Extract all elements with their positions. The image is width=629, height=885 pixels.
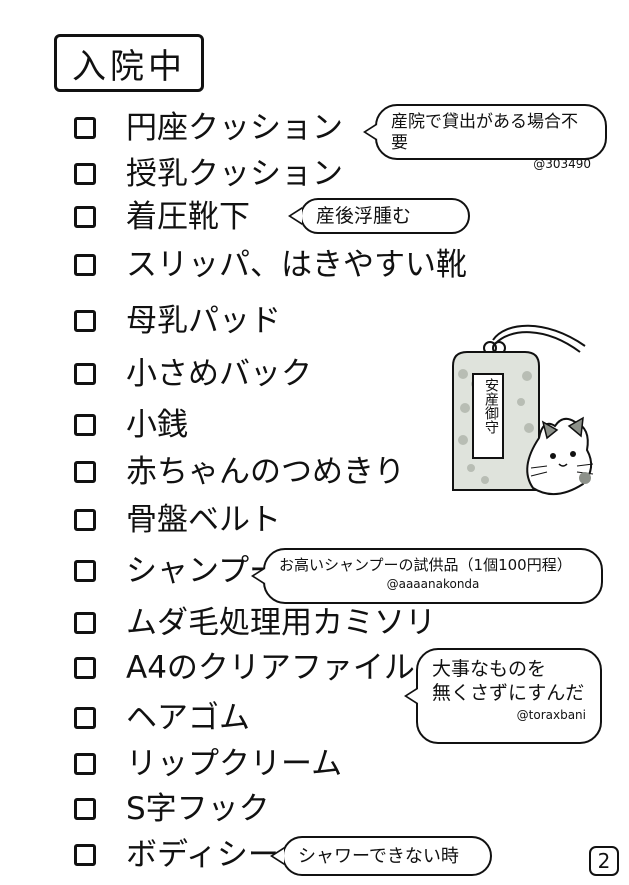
list-item: 小銭 [74, 401, 188, 449]
checkbox[interactable] [74, 798, 96, 820]
list-item: スリッパ、はきやすい靴 [74, 241, 467, 289]
item-label: スリッパ、はきやすい靴 [126, 246, 467, 283]
checkbox[interactable] [74, 753, 96, 775]
page-number: 2 [589, 846, 619, 876]
list-item: S字フック [74, 785, 270, 833]
checkbox[interactable] [74, 117, 96, 139]
checkbox[interactable] [74, 612, 96, 634]
list-item: リップクリーム [74, 740, 342, 788]
note-text: お高いシャンプーの試供品（1個100円程） [279, 556, 572, 574]
list-item: 小さめバック [74, 350, 312, 398]
bubble-tail [363, 123, 377, 141]
note-text-line1: 大事なものを [432, 658, 547, 680]
checkbox[interactable] [74, 363, 96, 385]
checkbox[interactable] [74, 461, 96, 483]
note-text: シャワーできない時 [298, 846, 459, 867]
item-label: リップクリーム [126, 745, 343, 782]
list-item: 骨盤ベルト [74, 496, 281, 544]
checkbox[interactable] [74, 560, 96, 582]
list-item: 円座クッション [74, 104, 343, 152]
item-label: 骨盤ベルト [126, 501, 281, 538]
list-item: ヘアゴム [74, 694, 250, 742]
omamori-charm-illustration [452, 324, 594, 495]
list-item: 授乳クッション [74, 150, 343, 198]
item-label: ムダ毛処理用カミソリ [126, 604, 436, 641]
item-label: ヘアゴム [126, 699, 250, 736]
note-bubble-shampoo: お高いシャンプーの試供品（1個100円程） @aaaanakonda [251, 548, 603, 604]
item-label: A4のクリアファイル [126, 649, 415, 686]
note-text: 産後浮腫む [316, 205, 412, 227]
item-label: 授乳クッション [126, 155, 343, 192]
note-text-line2: 無くさずにすんだ [432, 681, 585, 704]
checkbox[interactable] [74, 509, 96, 531]
item-label: 円座クッション [126, 109, 343, 146]
list-item: 赤ちゃんのつめきり [74, 448, 405, 496]
note-credit: @aaaanakonda [386, 576, 480, 591]
list-item: A4のクリアファイル [74, 644, 415, 692]
note-bubble-socks: 産後浮腫む [288, 198, 470, 234]
item-label: 母乳パッド [126, 302, 281, 339]
bubble-tail [270, 847, 284, 865]
checkbox[interactable] [74, 206, 96, 228]
note-credit: @toraxbani [516, 707, 586, 722]
list-item: ムダ毛処理用カミソリ [74, 599, 436, 647]
note-bubble-enza: 産院で貸出がある場合不要 @303490 [363, 104, 607, 171]
bubble-tail [404, 687, 418, 705]
note-text: 産院で貸出がある場合不要 [391, 112, 578, 154]
checkbox[interactable] [74, 707, 96, 729]
bubble-tail [288, 207, 302, 225]
list-item: 母乳パッド [74, 297, 281, 345]
bubble-tail [251, 567, 265, 585]
checkbox[interactable] [74, 844, 96, 866]
checkbox[interactable] [74, 414, 96, 436]
item-label: 小銭 [126, 406, 188, 443]
item-label: S字フック [126, 790, 270, 827]
checkbox[interactable] [74, 657, 96, 679]
list-item: 着圧靴下 [74, 193, 250, 241]
note-bubble-sheet: シャワーできない時 [270, 836, 492, 876]
checkbox[interactable] [74, 254, 96, 276]
item-label: 着圧靴下 [126, 198, 250, 235]
checkbox[interactable] [74, 310, 96, 332]
page-title: 入院中 [54, 34, 204, 92]
note-bubble-folder: 大事なものを 無くさずにすんだ @toraxbani [404, 648, 602, 744]
checkbox[interactable] [74, 163, 96, 185]
item-label: 赤ちゃんのつめきり [126, 453, 405, 490]
item-label: 小さめバック [126, 355, 312, 392]
omamori-label: 安産御守 [483, 378, 499, 434]
note-credit: @303490 [533, 156, 591, 171]
list-item: シャンプー [74, 547, 280, 595]
